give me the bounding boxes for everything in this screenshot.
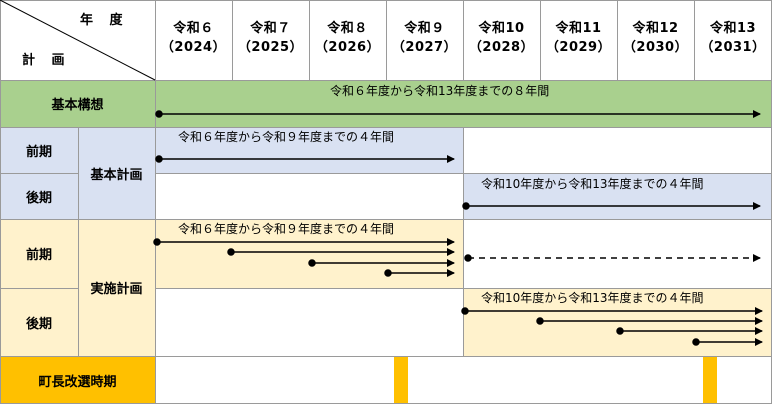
year-header-2030: 令和12 （2030） (617, 16, 694, 60)
basic-plan-first-label: 前期 (25, 144, 52, 160)
year-era: 令和11 (555, 21, 602, 36)
impl-plan-second-label: 後期 (25, 316, 52, 332)
impl-plan-first-text: 令和６年度から令和９年度までの４年間 (178, 222, 395, 236)
year-ce: （2028） (468, 40, 535, 55)
basic-plan-second-text: 令和10年度から令和13年度までの４年間 (481, 177, 704, 191)
year-ce: （2026） (314, 40, 381, 55)
corner-year-label: 年 度 (80, 13, 129, 28)
year-header-2024: 令和６ （2024） (155, 16, 232, 60)
basic-plan-first-text: 令和６年度から令和９年度までの４年間 (178, 130, 395, 144)
election-label: 町長改選時期 (38, 374, 117, 390)
year-ce: （2024） (160, 40, 227, 55)
year-header-2029: 令和11 （2029） (540, 16, 617, 60)
basic-plan-second-fill (463, 173, 772, 219)
year-ce: （2030） (622, 40, 689, 55)
basic-plan-second-label: 後期 (25, 190, 52, 206)
year-era: 令和10 (478, 21, 525, 36)
year-header-2028: 令和10 （2028） (463, 16, 540, 60)
year-era: 令和６ (173, 21, 214, 36)
basic-concept-label: 基本構想 (51, 98, 104, 113)
election-marker-2031 (703, 356, 717, 404)
impl-plan-label-fill (0, 219, 155, 356)
election-label-fill (0, 356, 155, 404)
impl-plan-label: 実施計画 (90, 282, 143, 297)
corner-plan-label: 計 画 (22, 53, 71, 68)
basic-concept-span-text: 令和６年度から令和13年度までの８年間 (330, 84, 550, 98)
year-header-2026: 令和８ （2026） (309, 16, 386, 60)
year-header-2027: 令和９ （2027） (386, 16, 463, 60)
year-era: 令和９ (404, 21, 445, 36)
year-era: 令和８ (327, 21, 368, 36)
basic-concept-row-fill (0, 80, 772, 127)
impl-plan-second-text: 令和10年度から令和13年度までの４年間 (481, 291, 704, 305)
election-marker-2027 (394, 356, 408, 404)
impl-plan-first-fill (155, 219, 463, 288)
impl-plan-first-label: 前期 (25, 248, 52, 263)
year-ce: （2029） (545, 40, 612, 55)
basic-plan-label: 基本計画 (90, 167, 143, 183)
year-era: 令和12 (632, 21, 679, 36)
year-header-2031: 令和13 （2031） (694, 16, 772, 60)
year-ce: （2025） (237, 40, 304, 55)
year-ce: （2031） (700, 40, 766, 55)
impl-plan-second-fill (463, 288, 772, 356)
year-ce: （2027） (391, 40, 458, 55)
year-era: 令和13 (709, 21, 757, 36)
basic-plan-first-fill (155, 127, 463, 173)
year-header-2025: 令和７ （2025） (232, 16, 309, 60)
year-era: 令和７ (250, 21, 291, 36)
